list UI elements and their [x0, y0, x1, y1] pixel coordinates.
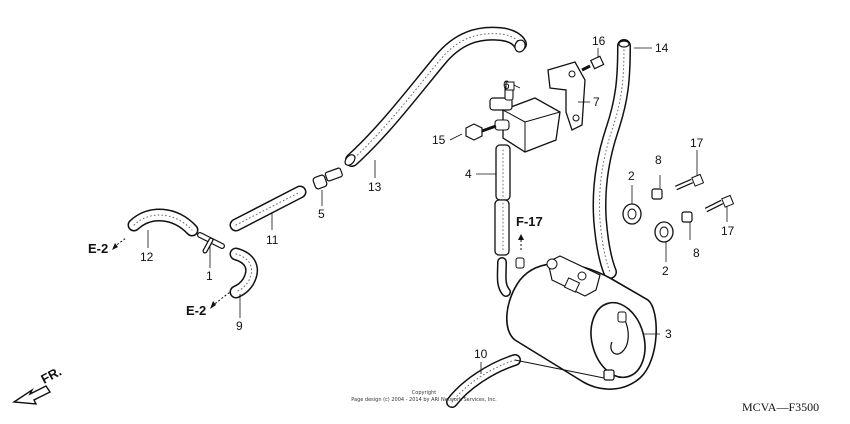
callout-6: 6	[503, 78, 510, 92]
hose-9	[229, 247, 258, 299]
bolt-17-upper	[674, 173, 705, 191]
hose-10	[446, 354, 521, 408]
svg-text:FR.: FR.	[38, 364, 64, 387]
hose-12	[127, 208, 199, 237]
hose-4	[494, 144, 511, 297]
callout-8-upper: 8	[655, 153, 662, 167]
figure-code: MCVA—F3500	[742, 400, 819, 414]
evap-canister	[505, 255, 657, 390]
front-direction-arrow: FR.	[11, 364, 64, 405]
callout-5: 5	[318, 207, 325, 221]
tee-joint-1	[197, 232, 225, 254]
grommet-2-upper	[622, 203, 642, 225]
callout-1: 1	[206, 269, 213, 283]
callout-3: 3	[665, 327, 672, 341]
callout-numbers: 1 2 2 3 4 5 6 7 8 8 9 10 11 12 13 14 15 …	[140, 34, 735, 361]
leader-lines	[147, 47, 728, 374]
joint-5	[312, 167, 343, 190]
collar-8-upper	[651, 188, 663, 200]
callout-16: 16	[592, 34, 606, 48]
callout-9: 9	[236, 319, 243, 333]
collar-8-lower	[681, 211, 693, 223]
hose-13	[344, 26, 527, 167]
copyright-line-1: Copyright	[412, 390, 436, 396]
hose-14	[592, 39, 631, 279]
grommet-2-lower	[654, 221, 674, 243]
callout-17-lower: 17	[721, 224, 735, 238]
ref-f17: F-17	[516, 214, 543, 250]
callout-2-upper: 2	[628, 169, 635, 183]
hose-11	[229, 185, 307, 232]
bolt-16	[581, 55, 605, 72]
ref-e2-bottom: E-2	[186, 291, 231, 318]
callout-8-lower: 8	[693, 246, 700, 260]
svg-text:E-2: E-2	[186, 303, 206, 318]
ref-e2-top: E-2	[88, 237, 127, 256]
callout-4: 4	[465, 167, 472, 181]
purge-solenoid-valve	[489, 61, 586, 153]
bolt-17-lower	[704, 194, 735, 213]
callout-15: 15	[432, 133, 446, 147]
callout-2-lower: 2	[662, 264, 669, 278]
callout-11: 11	[266, 233, 279, 247]
svg-text:E-2: E-2	[88, 241, 108, 256]
callout-7: 7	[593, 95, 600, 109]
bolt-15	[465, 123, 497, 141]
callout-17-upper: 17	[690, 136, 704, 150]
callout-14: 14	[655, 41, 669, 55]
svg-text:F-17: F-17	[516, 214, 543, 229]
callout-12: 12	[140, 250, 154, 264]
callout-13: 13	[368, 180, 382, 194]
callout-10: 10	[474, 347, 488, 361]
copyright-line-2: Page design (c) 2004 - 2014 by ARI Netwo…	[351, 397, 497, 403]
